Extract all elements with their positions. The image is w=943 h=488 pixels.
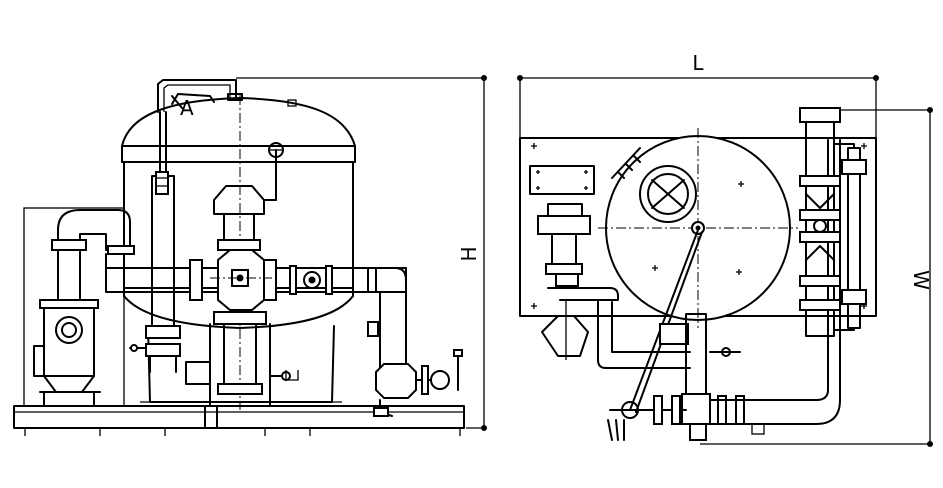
upper-elbow-valve [213, 142, 284, 251]
height-label: H [457, 246, 481, 261]
height-dimension: H [236, 75, 487, 431]
left-pump-assembly [23, 207, 135, 407]
tank-top-circle [598, 128, 798, 413]
plan-right-manifold [799, 107, 867, 337]
length-label: L [692, 51, 704, 75]
plan-pipe-routing [597, 139, 841, 441]
lower-central-pipe [185, 311, 291, 407]
front-elevation-view: H A [13, 75, 487, 436]
base-skid [13, 405, 465, 436]
central-valve [210, 249, 272, 311]
svg-text:A: A [180, 96, 194, 120]
width-label: W [909, 270, 933, 290]
right-outlet-pipe [349, 267, 463, 417]
plan-pump [537, 203, 619, 360]
length-dimension: L [517, 51, 879, 138]
left-riser-pipe [129, 111, 181, 373]
plan-view: L W [517, 51, 933, 447]
width-dimension: W [700, 107, 933, 447]
top-vent-assembly: A [157, 79, 243, 120]
